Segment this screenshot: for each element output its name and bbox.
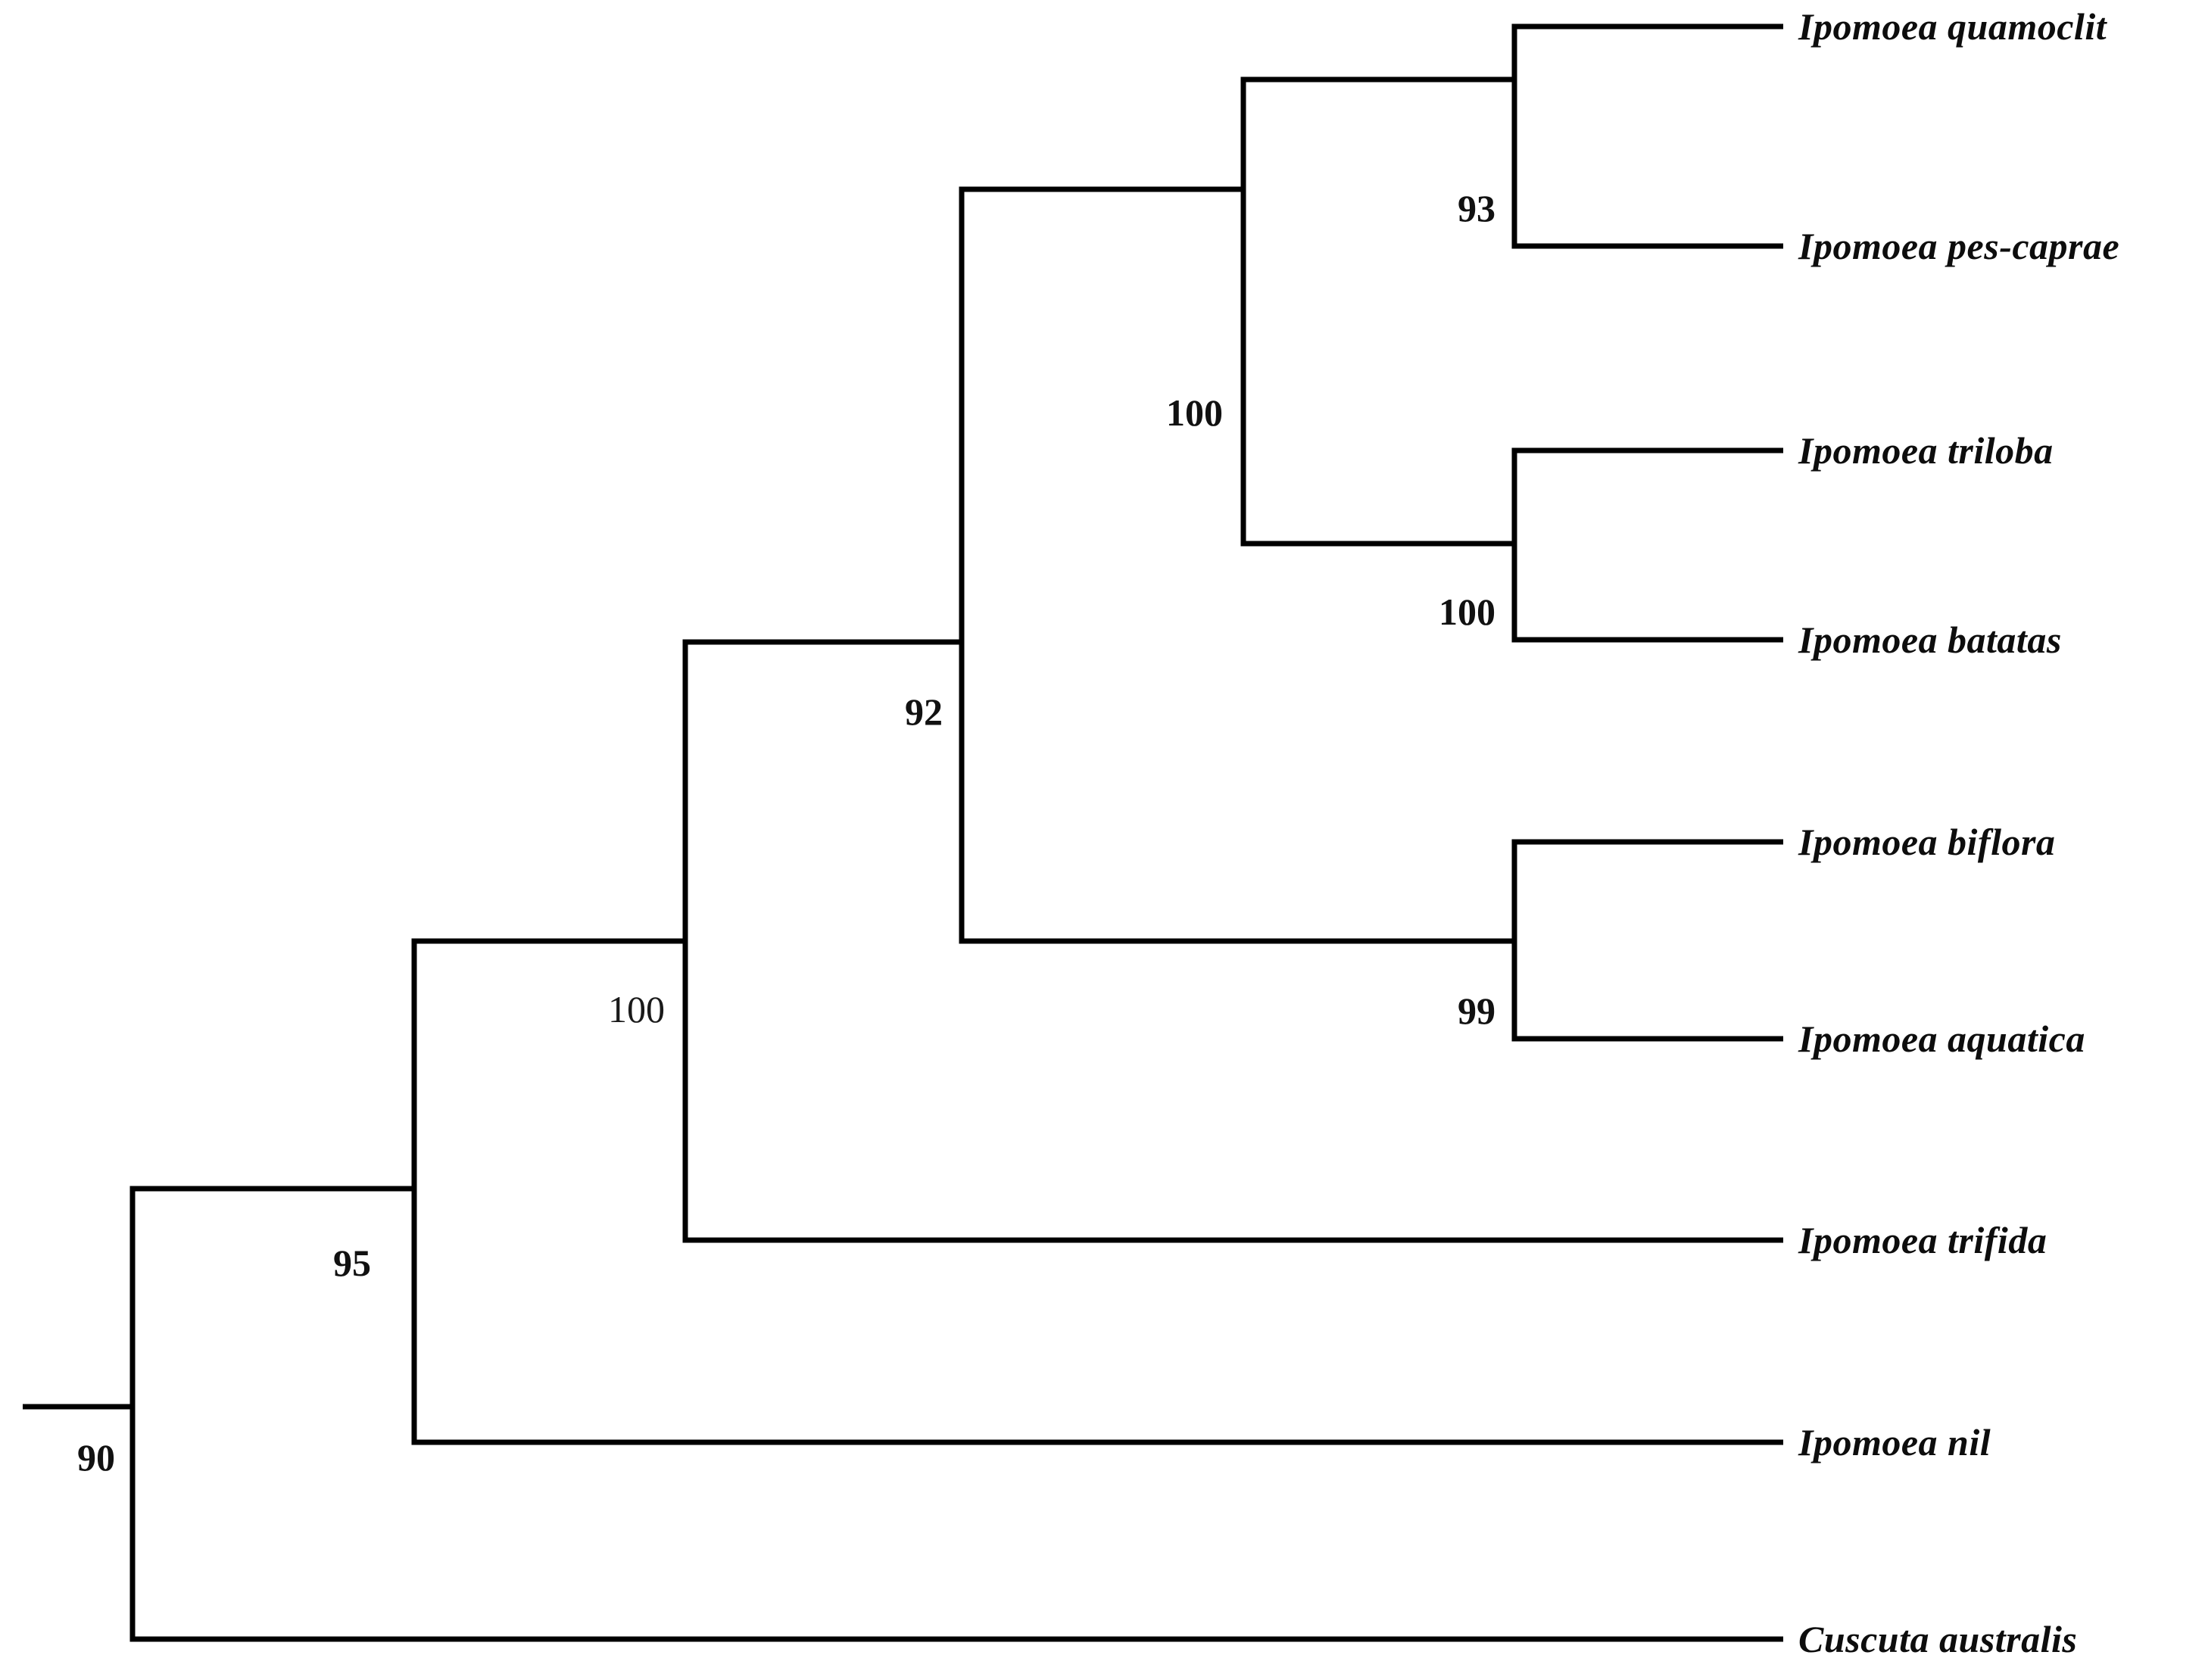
support-value-core-ipomoea-clade: 92 (905, 690, 943, 733)
tip-label-pes-caprae: Ipomoea pes-caprae (1798, 225, 2120, 267)
tip-label-quamoclit: Ipomoea quamoclit (1798, 5, 2107, 48)
support-value-trifida-sister-clade: 100 (608, 988, 665, 1030)
support-value-quamoclit-pescaprae-clade: 93 (1458, 187, 1495, 229)
tip-label-biflora: Ipomoea biflora (1798, 821, 2056, 863)
support-value-triloba-batatas-clade: 100 (1439, 591, 1495, 633)
support-value-quamoclit-batatas-clade: 100 (1166, 391, 1223, 434)
support-value-biflora-aquatica-clade: 99 (1458, 990, 1495, 1032)
tip-label-nil: Ipomoea nil (1798, 1421, 1991, 1463)
tip-label-australis: Cuscuta australis (1798, 1618, 2078, 1660)
tree-lines-group (23, 23, 1783, 1642)
tip-label-aquatica: Ipomoea aquatica (1798, 1018, 2085, 1060)
tip-label-triloba: Ipomoea triloba (1798, 429, 2054, 472)
tip-label-batatas: Ipomoea batatas (1798, 619, 2062, 661)
support-value-nil-sister-clade: 95 (333, 1242, 371, 1284)
tip-label-trifida: Ipomoea trifida (1798, 1219, 2048, 1261)
support-value-root-node: 90 (77, 1436, 115, 1479)
